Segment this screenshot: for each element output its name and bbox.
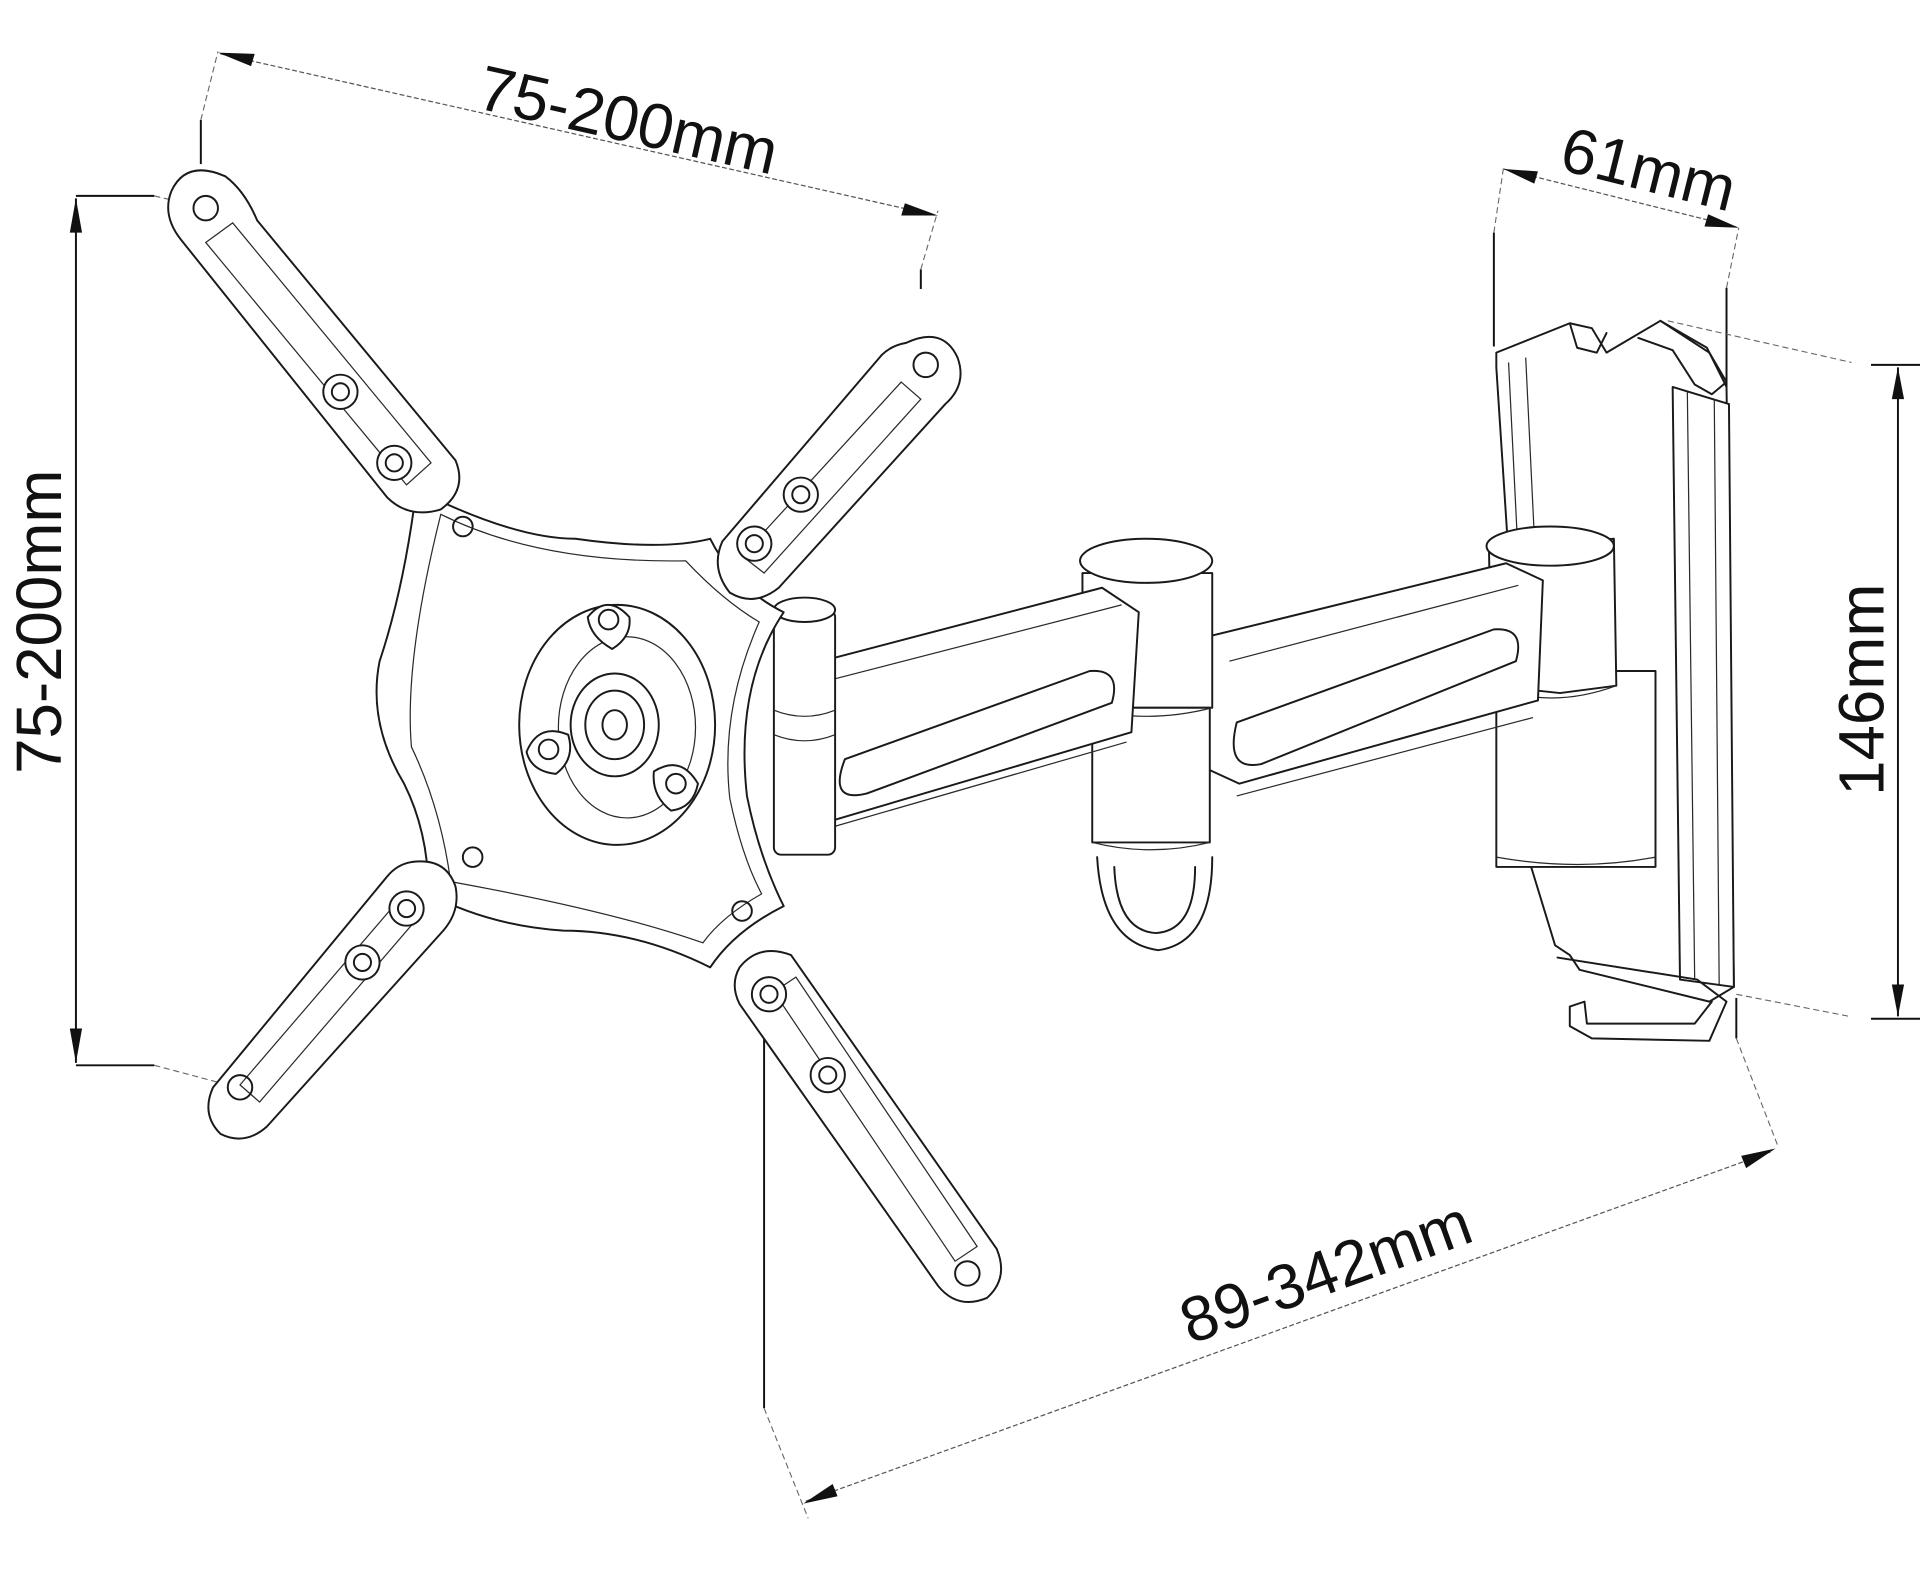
dimension-left-vesa-height: 75-200mm xyxy=(4,194,228,1086)
dimension-top-vesa-width: 75-200mm xyxy=(199,51,939,289)
tilt-pivot xyxy=(772,596,837,856)
vesa-bracket xyxy=(167,169,1003,1303)
vesa-arm-lower-right xyxy=(733,950,1003,1303)
vesa-arm-upper-left xyxy=(167,169,461,514)
vesa-arm-upper-right xyxy=(716,335,962,600)
dimension-label-146mm: 146mm xyxy=(1826,584,1897,796)
vesa-arm-lower-left xyxy=(207,860,458,1140)
dimension-label-left: 75-200mm xyxy=(4,470,75,774)
arm-segment-2 xyxy=(1206,562,1544,797)
dimension-label-61mm: 61mm xyxy=(1554,114,1743,226)
dimension-label-top: 75-200mm xyxy=(472,52,784,188)
dimension-wall-plate-height: 146mm xyxy=(1667,320,1920,1020)
dimension-label-extension: 89-342mm xyxy=(1171,1187,1481,1358)
arm-segment-1 xyxy=(782,586,1140,834)
